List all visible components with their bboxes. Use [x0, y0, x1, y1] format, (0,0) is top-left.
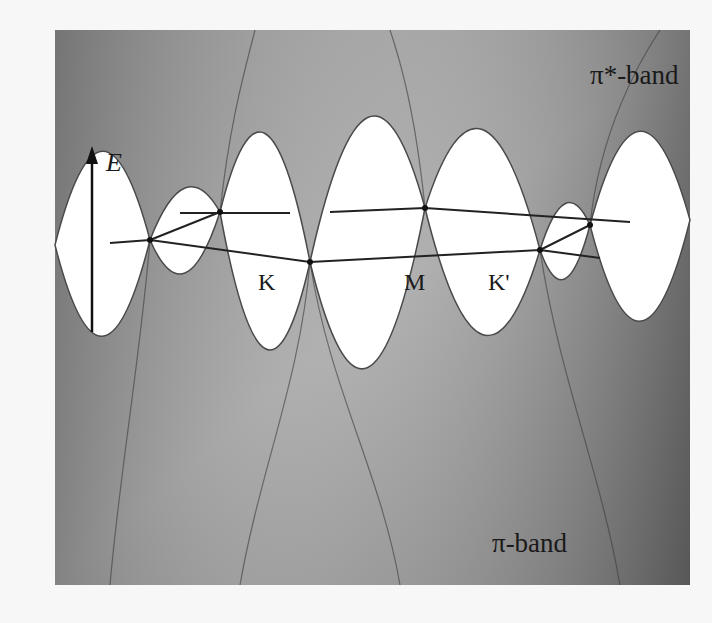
- band-label: π-band: [492, 530, 567, 557]
- point-label: M: [404, 270, 425, 294]
- point-label: K: [258, 270, 275, 294]
- point-label: K': [488, 270, 510, 294]
- axis-label: E: [106, 150, 122, 176]
- band-label: π*-band: [590, 62, 679, 89]
